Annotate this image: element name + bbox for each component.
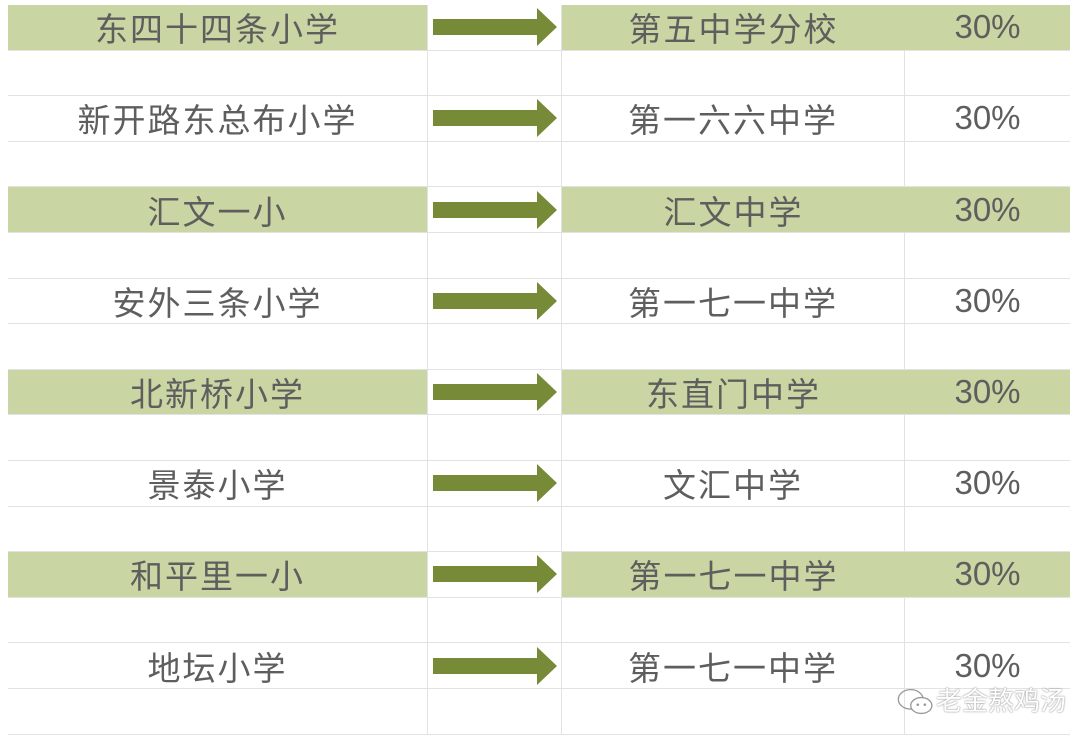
primary-school: 东四十四条小学: [8, 5, 428, 50]
middle-school: 第一七一中学: [562, 278, 905, 324]
arrow-cell: [428, 369, 562, 415]
middle-school: 文汇中学: [562, 460, 905, 506]
empty-cell: [905, 415, 1070, 460]
empty-cell: [8, 597, 428, 643]
empty-cell: [905, 233, 1070, 278]
empty-cell: [8, 415, 428, 460]
empty-cell: [905, 598, 1070, 643]
middle-school: 第五中学分校: [562, 5, 905, 50]
middle-school: 汇文中学: [562, 187, 905, 232]
ratio: 30%: [905, 369, 1070, 415]
empty-cell: [428, 688, 562, 734]
table-row: 安外三条小学 第一七一中学 30%: [8, 278, 1070, 325]
arrow-right-icon: [432, 373, 557, 412]
table-row: 汇文一小 汇文中学 30%: [8, 187, 1070, 233]
empty-cell: [562, 688, 905, 734]
empty-cell: [562, 506, 905, 552]
empty-cell: [562, 141, 905, 187]
arrow-cell: [428, 96, 562, 141]
table-row: 景泰小学 文汇中学 30%: [8, 460, 1070, 507]
watermark: 老金熬鸡汤: [896, 686, 1066, 718]
middle-school: 第一六六中学: [562, 96, 905, 141]
blank-row: [8, 324, 1070, 370]
arrow-right-icon: [432, 555, 557, 594]
school-mapping-table: 东四十四条小学 第五中学分校 30%新开路东总布小学 第一六六中学 30%汇文一…: [8, 5, 1070, 735]
table-row: 东四十四条小学 第五中学分校 30%: [8, 5, 1070, 51]
middle-school: 第一七一中学: [562, 643, 905, 688]
blank-row: [8, 506, 1070, 553]
table-row: 和平里一小 第一七一中学 30%: [8, 552, 1070, 598]
arrow-cell: [428, 552, 562, 597]
middle-school: 第一七一中学: [562, 552, 905, 597]
arrow-cell: [428, 187, 562, 232]
empty-cell: [428, 506, 562, 552]
primary-school: 地坛小学: [8, 643, 428, 688]
empty-cell: [428, 50, 562, 96]
ratio: 30%: [954, 646, 1021, 684]
empty-cell: [8, 506, 428, 552]
ratio: 30%: [905, 187, 1070, 232]
primary-school: 汇文一小: [8, 187, 428, 232]
arrow-cell: [428, 278, 562, 324]
ratio: 30%: [954, 464, 1021, 502]
arrow-right-icon: [432, 99, 557, 138]
primary-school: 北新桥小学: [8, 369, 428, 415]
arrow-right-icon: [432, 646, 557, 685]
arrow-cell: [428, 643, 562, 688]
primary-school: 景泰小学: [8, 460, 428, 506]
ratio: 30%: [905, 552, 1070, 597]
empty-cell: [8, 141, 428, 187]
empty-cell: [905, 324, 1070, 369]
arrow-right-icon: [432, 190, 557, 229]
empty-cell: [562, 597, 905, 643]
empty-cell: [905, 51, 1070, 96]
arrow-cell: [428, 460, 562, 506]
ratio: 30%: [954, 99, 1021, 137]
ratio: 30%: [905, 5, 1070, 50]
empty-cell: [905, 507, 1070, 552]
table-row: 北新桥小学 东直门中学 30%: [8, 369, 1070, 416]
empty-cell: [428, 324, 562, 369]
wechat-icon: [897, 688, 933, 715]
empty-cell: [562, 232, 905, 278]
primary-school: 和平里一小: [8, 552, 428, 597]
empty-cell: [562, 415, 905, 460]
empty-cell: [8, 50, 428, 96]
empty-cell: [428, 597, 562, 643]
blank-row: [8, 141, 1070, 188]
primary-school: 新开路东总布小学: [8, 96, 428, 141]
empty-cell: [428, 232, 562, 278]
arrow-right-icon: [432, 281, 557, 320]
empty-cell: [562, 50, 905, 96]
watermark-text: 老金熬鸡汤: [935, 687, 1066, 717]
table-row: 地坛小学 第一七一中学 30%: [8, 643, 1070, 689]
middle-school: 东直门中学: [562, 369, 905, 415]
table-row: 新开路东总布小学 第一六六中学 30%: [8, 96, 1070, 142]
empty-cell: [8, 232, 428, 278]
blank-row: [8, 415, 1070, 461]
blank-row: [8, 232, 1070, 279]
arrow-right-icon: [432, 464, 557, 503]
primary-school: 安外三条小学: [8, 278, 428, 324]
blank-row: [8, 50, 1070, 97]
empty-cell: [428, 141, 562, 187]
arrow-right-icon: [432, 8, 557, 47]
arrow-cell: [428, 5, 562, 50]
ratio: 30%: [954, 281, 1021, 319]
blank-row: [8, 597, 1070, 644]
empty-cell: [562, 324, 905, 369]
empty-cell: [8, 688, 428, 734]
empty-cell: [8, 324, 428, 369]
empty-cell: [905, 142, 1070, 187]
empty-cell: [428, 415, 562, 460]
